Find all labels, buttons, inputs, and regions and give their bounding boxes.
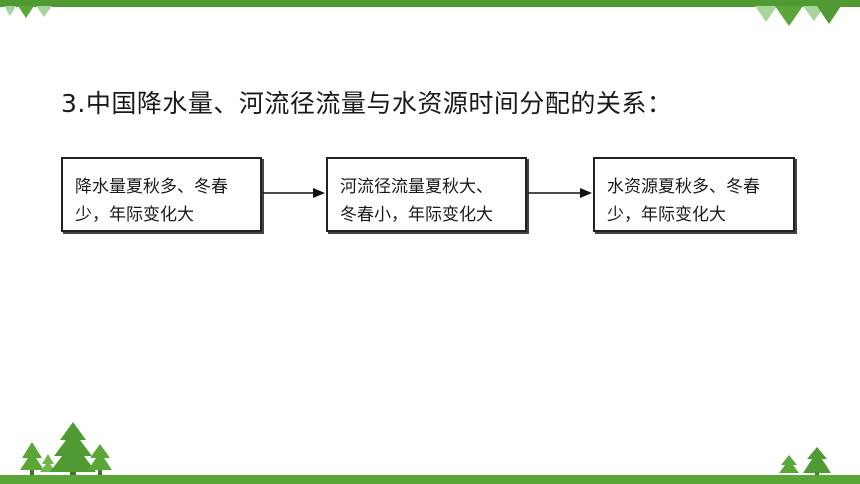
flow-box-text-line: 降水量夏秋多、冬春	[75, 177, 228, 197]
flow-box-text-line: 河流径流量夏秋大、	[340, 177, 493, 197]
arrow-right-icon	[528, 188, 592, 198]
flow-box-text-line: 少，年际变化大	[607, 205, 726, 225]
flow-box-precipitation: 降水量夏秋多、冬春 少，年际变化大	[61, 157, 262, 232]
flow-box-text-line: 少，年际变化大	[75, 205, 194, 225]
pine-tree-icon	[20, 422, 112, 476]
arrow-right-icon	[263, 188, 325, 198]
pine-tree-icon	[779, 447, 831, 477]
flow-box-water-resources: 水资源夏秋多、冬春 少，年际变化大	[593, 157, 795, 232]
triangle-decoration-icon	[4, 6, 52, 18]
top-green-bar	[0, 0, 860, 7]
flow-box-runoff: 河流径流量夏秋大、 冬春小，年际变化大	[326, 157, 527, 232]
flow-box-text-line: 水资源夏秋多、冬春	[607, 177, 760, 197]
bottom-green-bar	[0, 475, 860, 484]
triangle-decoration-icon	[755, 6, 841, 26]
flow-box-text-line: 冬春小，年际变化大	[340, 205, 493, 225]
page-title: 3.中国降水量、河流径流量与水资源时间分配的关系：	[61, 89, 673, 118]
